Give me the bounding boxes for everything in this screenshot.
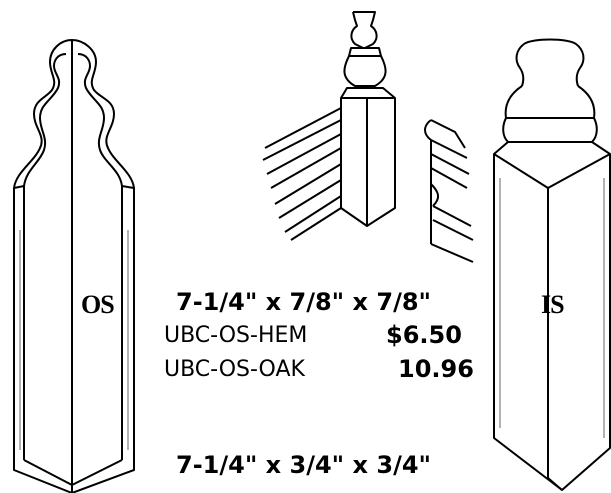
product-price-oak: 10.96	[398, 355, 474, 383]
corner-installation-illustration	[262, 11, 474, 263]
product-sku-hem: UBC-OS-HEM	[164, 323, 308, 348]
product-dimensions-2: 7-1/4" x 3/4" x 3/4"	[176, 451, 432, 479]
outside-corner-label: OS	[81, 290, 115, 319]
product-sku-oak: UBC-OS-OAK	[164, 357, 305, 382]
inside-corner-label: IS	[541, 290, 565, 319]
inside-corner-piece-illustration	[493, 38, 611, 491]
outside-corner-piece-illustration	[13, 39, 135, 493]
product-dimensions-1: 7-1/4" x 7/8" x 7/8"	[176, 288, 432, 316]
product-price-hem: $6.50	[386, 321, 462, 349]
